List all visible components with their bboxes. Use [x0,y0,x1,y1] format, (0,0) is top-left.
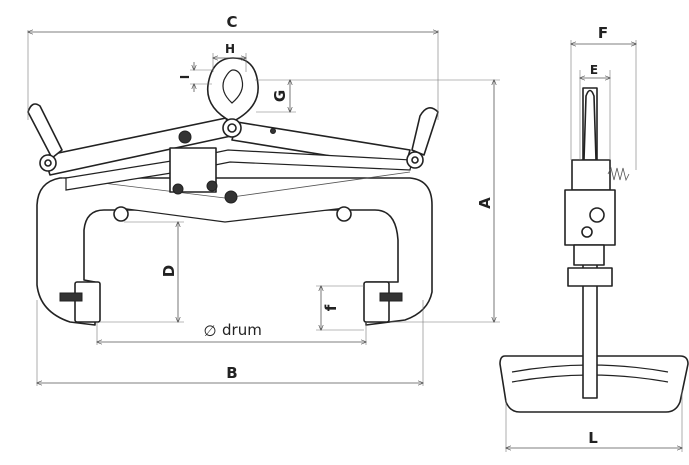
label-f-upper: F [598,24,608,42]
jaw-right [363,281,390,323]
side-eye [583,89,597,161]
label-drum: drum [222,321,262,339]
label-l: L [588,429,598,447]
label-f-lower: f [322,304,340,311]
roller-right [336,206,352,222]
handle-left [27,103,63,159]
label-h: H [225,42,235,56]
label-b: B [226,364,237,382]
label-a: A [476,197,494,209]
jaw-left [74,281,101,323]
label-e: E [590,63,598,77]
handle-right [411,107,439,156]
label-d: D [160,265,178,277]
drum-diameter-symbol: ∅ [203,322,216,340]
side-view [499,87,689,413]
roller-left [113,206,129,222]
dimensions [28,30,682,452]
front-view [27,57,439,326]
label-i: I [178,75,192,79]
label-c: C [226,13,237,31]
labels: C B H I G A D f ∅ drum F E L [160,13,608,447]
label-g: G [271,90,289,102]
lower-bar [119,207,346,223]
spring [607,166,630,182]
